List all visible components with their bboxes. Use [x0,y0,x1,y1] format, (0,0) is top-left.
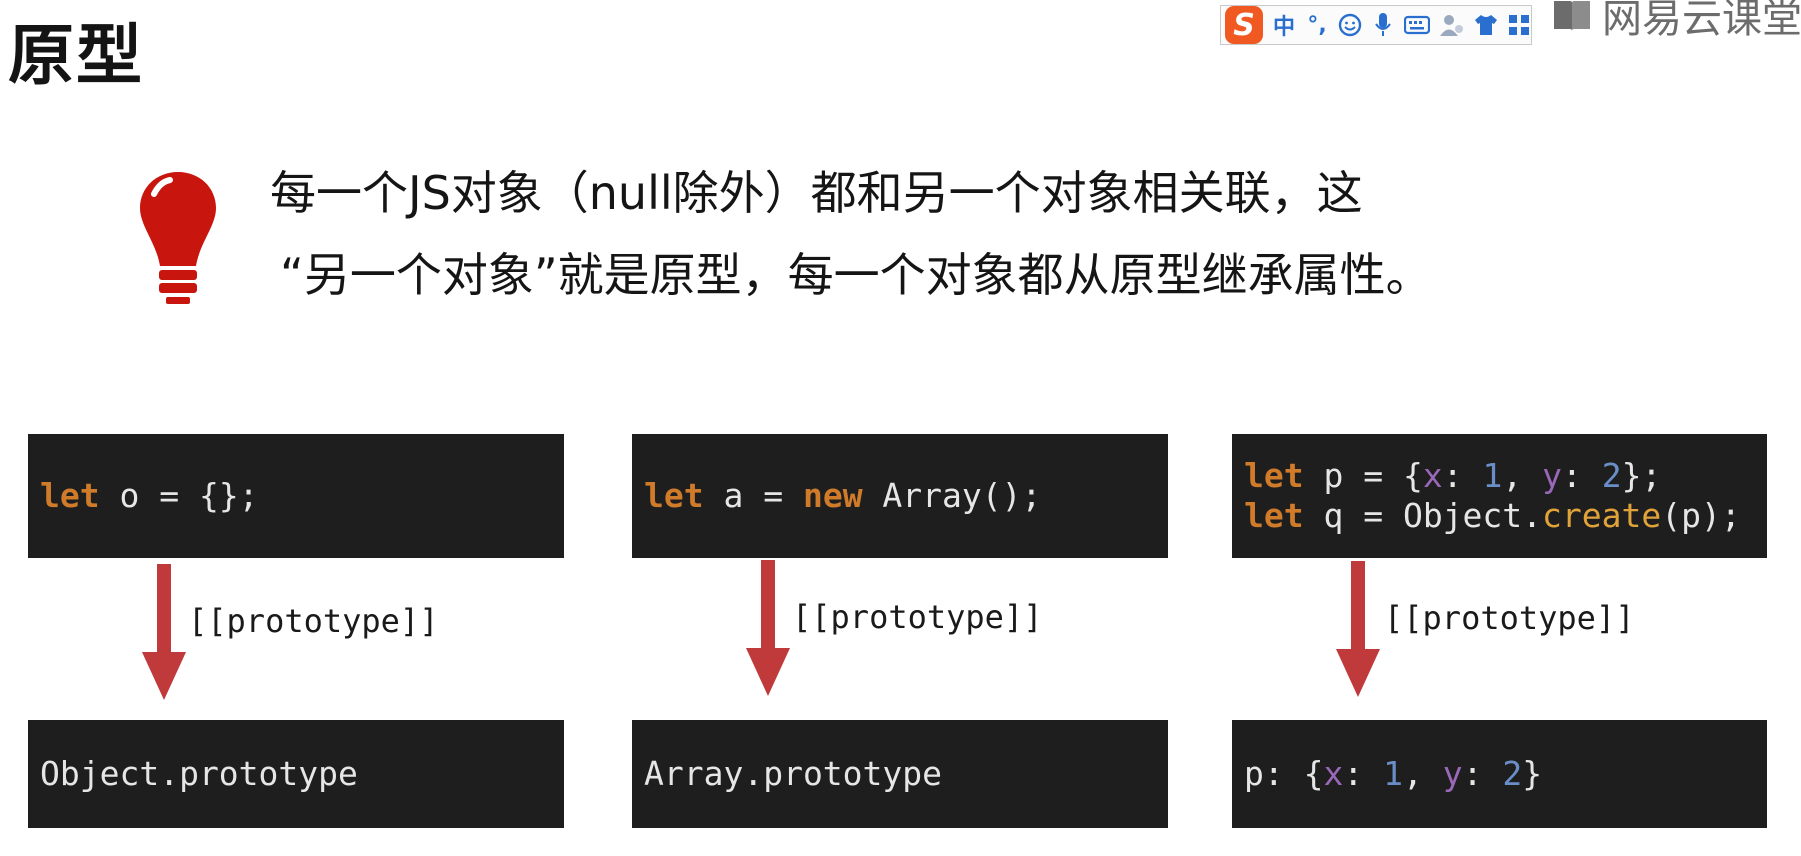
down-arrow-icon [1336,561,1380,697]
prototype-link-label: [[prototype]] [1384,599,1635,637]
prototype-link-label: [[prototype]] [792,598,1043,636]
toolbox-grid-icon[interactable] [1507,10,1531,40]
code-token: (p); [1661,496,1741,535]
result-line: Object.prototype [40,754,564,794]
code-token: Array.prototype [644,754,943,793]
code-token: x [1422,456,1443,495]
code-token: y [1442,754,1463,793]
down-arrow-icon [746,560,790,696]
microphone-icon[interactable] [1371,10,1395,40]
code-token: : [1442,456,1483,495]
watermark-brand: 网易云课堂 [1552,0,1801,44]
result-p-object: p: {x: 1, y: 2} [1232,720,1767,828]
code-token: Object.prototype [40,754,358,793]
code-token: create [1542,496,1662,535]
sogou-logo-icon[interactable]: S [1225,6,1263,44]
page-title: 原型 [8,17,144,94]
code-token: x [1323,754,1344,793]
code-token: , [1402,754,1443,793]
ime-punctuation[interactable]: °, [1307,12,1327,38]
code-token: Array(); [862,476,1042,515]
code-token: : [1561,456,1602,495]
lightbulb-icon [140,172,216,304]
keyboard-icon[interactable] [1404,10,1430,40]
code-token: : [1462,754,1503,793]
code-token: y [1542,456,1562,495]
code-token: o = {}; [99,476,259,515]
ime-chinese-mode[interactable]: 中 [1272,15,1295,40]
emoji-icon[interactable] [1338,10,1362,40]
watermark-text: 网易云课堂 [1602,0,1801,42]
code-line: let o = {}; [40,476,564,516]
code-token: 1 [1383,754,1403,793]
code-token: let [644,476,704,515]
code-token: new [802,476,863,515]
prototype-description: 每一个JS对象（null除外）都和另一个对象相关联，这 “另一个对象”就是原型，… [270,152,1670,316]
code-block-new-array: let a = new Array(); [632,434,1168,558]
code-token: 1 [1482,456,1503,495]
code-block-object-literal: let o = {}; [28,434,564,558]
code-block-object-create: let p = {x: 1, y: 2}; let q = Object.cre… [1232,434,1767,558]
code-line: let q = Object.create(p); [1244,496,1767,536]
code-token: q = Object. [1303,496,1543,535]
prototype-link-label: [[prototype]] [188,602,439,640]
ime-toolbar[interactable]: S 中 °, [1220,5,1532,45]
result-array-prototype: Array.prototype [632,720,1168,828]
code-token: 2 [1601,456,1622,495]
description-line-2: “另一个对象”就是原型，每一个对象都从原型继承属性。 [280,248,1432,302]
result-line: p: {x: 1, y: 2} [1244,754,1767,794]
description-line-1: 每一个JS对象（null除外）都和另一个对象相关联，这 [270,166,1363,220]
result-object-prototype: Object.prototype [28,720,564,828]
book-icon [1554,1,1590,31]
user-icon[interactable] [1439,10,1465,40]
code-token: }; [1621,456,1662,495]
code-token: let [40,476,100,515]
code-line: let p = {x: 1, y: 2}; [1244,456,1767,496]
down-arrow-icon [142,564,186,700]
code-line: let a = new Array(); [644,476,1168,516]
code-token: a = [703,476,803,515]
code-token: } [1522,754,1543,793]
code-token: 2 [1502,754,1523,793]
code-token: let [1244,496,1304,535]
result-line: Array.prototype [644,754,1168,794]
code-token: let [1244,456,1304,495]
skin-shirt-icon[interactable] [1474,10,1498,40]
code-token: , [1502,456,1543,495]
code-token: : [1343,754,1384,793]
code-token: p: { [1244,754,1324,793]
code-token: p = { [1303,456,1423,495]
